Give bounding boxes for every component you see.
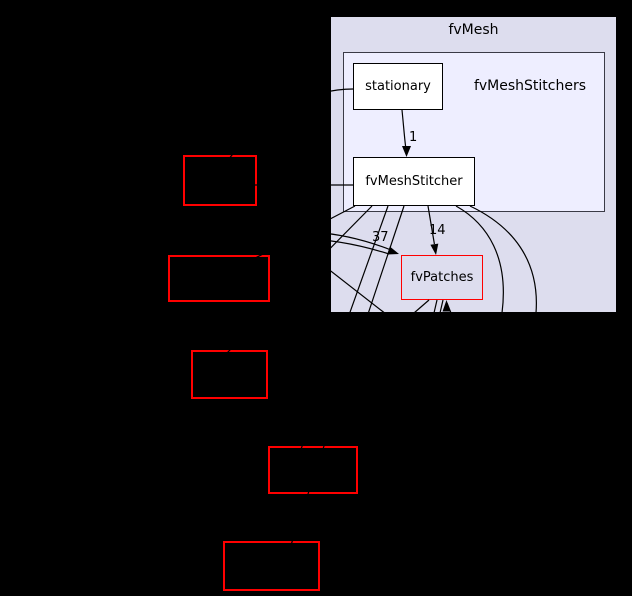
external-node-5[interactable]: [223, 541, 320, 591]
node-fvpatches[interactable]: fvPatches: [401, 255, 483, 300]
external-node-4[interactable]: [268, 446, 358, 494]
node-fvmeshstitcher-label: fvMeshStitcher: [365, 174, 463, 189]
external-node-2[interactable]: [168, 255, 270, 302]
node-fvmeshstitcher[interactable]: fvMeshStitcher: [353, 157, 475, 206]
node-stationary-label: stationary: [365, 79, 431, 94]
external-node-3[interactable]: [191, 350, 268, 399]
node-fvpatches-label: fvPatches: [410, 270, 474, 285]
external-node-1[interactable]: [183, 155, 257, 206]
cluster-fvmeshstitchers-label: fvMeshStitchers: [473, 78, 587, 94]
edge-label-37: 37: [372, 230, 389, 245]
cluster-fvmesh-label: fvMesh: [448, 22, 499, 38]
edge-label-1: 1: [409, 130, 418, 145]
edge-label-14: 14: [429, 223, 446, 238]
node-stationary[interactable]: stationary: [353, 63, 443, 110]
